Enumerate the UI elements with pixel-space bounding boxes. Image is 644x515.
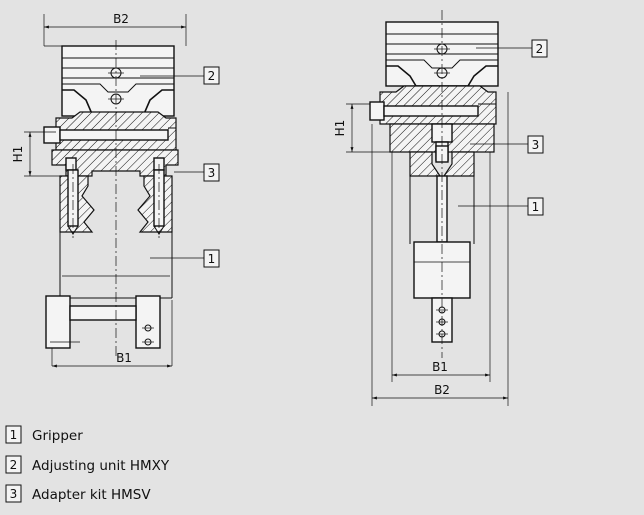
left-assembly: B2 [11, 12, 220, 368]
svg-text:3: 3 [532, 138, 540, 152]
legend-label-2: Adjusting unit HMXY [32, 458, 170, 474]
left-adapter-kit [51, 149, 179, 177]
legend-item-2: 2 Adjusting unit HMXY [5, 455, 170, 474]
right-callout-1: 1 [458, 197, 544, 216]
legend-label-1: Gripper [32, 428, 83, 444]
left-b2-label: B2 [113, 12, 129, 26]
left-h1-dimension: H1 [11, 131, 62, 177]
left-rail [43, 111, 177, 151]
left-callout-1: 1 [150, 249, 220, 268]
left-callout-2: 2 [140, 66, 220, 85]
right-h1-label: H1 [333, 120, 347, 137]
left-b1-dimension: B1 [52, 351, 172, 368]
left-callout-3: 3 [174, 163, 220, 182]
right-callout-3: 3 [470, 135, 544, 154]
svg-text:1: 1 [208, 252, 216, 266]
legend: 1 Gripper 2 Adjusting unit HMXY 3 Adapte… [5, 425, 170, 503]
legend-label-3: Adapter kit HMSV [32, 487, 151, 503]
right-callout-2: 2 [476, 39, 548, 58]
legend-item-3: 3 Adapter kit HMSV [5, 484, 151, 503]
svg-text:1: 1 [10, 428, 18, 442]
right-b2-label: B2 [434, 383, 450, 397]
right-h1-dimension: H1 [333, 103, 390, 153]
svg-text:3: 3 [10, 487, 18, 501]
right-assembly: H1 [333, 10, 548, 406]
left-adjusting-unit [61, 45, 175, 117]
left-b1-label: B1 [116, 351, 132, 365]
right-b1-label: B1 [432, 360, 448, 374]
svg-text:1: 1 [532, 200, 540, 214]
left-h1-label: H1 [11, 146, 25, 163]
svg-text:3: 3 [208, 166, 216, 180]
svg-text:2: 2 [208, 69, 216, 83]
right-b1-dimension: B1 [391, 152, 491, 382]
legend-item-1: 1 Gripper [5, 425, 83, 444]
svg-text:2: 2 [10, 458, 18, 472]
right-rail [369, 85, 497, 125]
svg-text:2: 2 [536, 42, 544, 56]
left-b2-dimension: B2 [43, 12, 187, 47]
left-gripper [45, 169, 173, 366]
